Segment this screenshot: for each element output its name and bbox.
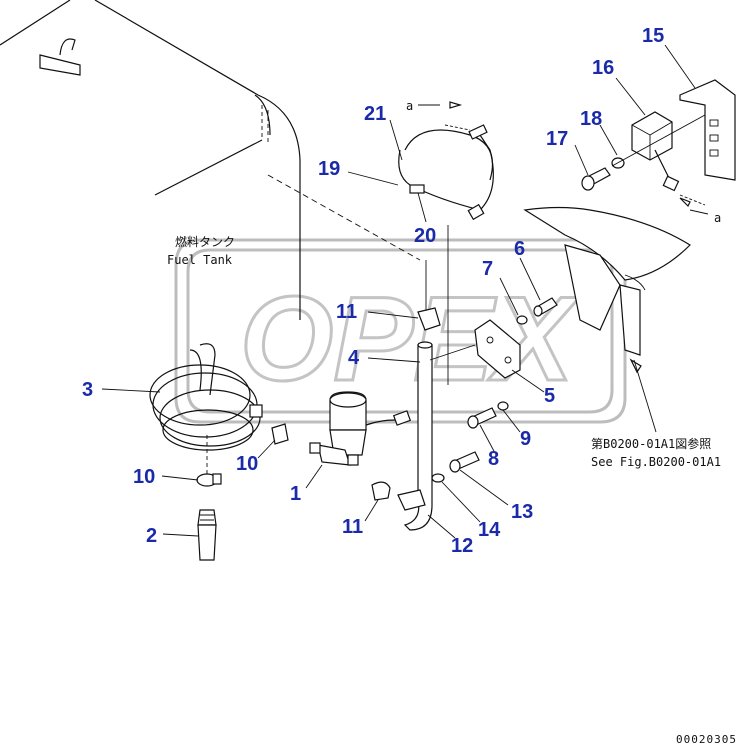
fuel-tank: [0, 0, 421, 320]
callout-13: 13: [511, 501, 533, 523]
callout-19: 19: [318, 158, 340, 180]
bolt-13-washer-14: [431, 451, 480, 483]
callout-8: 8: [488, 448, 499, 470]
callout-11-lower: 11: [342, 516, 363, 538]
callout-16: 16: [592, 57, 614, 79]
clamp-11-upper: [417, 307, 441, 331]
bolt-washer-17-18: [581, 114, 706, 191]
callout-3: 3: [82, 379, 93, 401]
pump-1: [309, 391, 412, 466]
annotations: 燃料タンク Fuel Tank a a 第B0200-01A1図参照 See F…: [167, 99, 737, 746]
clamp-10-mid: [271, 423, 289, 445]
callout-21: 21: [364, 103, 386, 125]
clamp-11-lower: [371, 481, 391, 501]
callout-10-mid: 10: [236, 453, 258, 475]
bracket-5: [429, 297, 558, 379]
ref-a-top: a: [406, 99, 413, 113]
callout-17: 17: [546, 128, 568, 150]
see-fig-jp: 第B0200-01A1図参照: [591, 436, 711, 451]
figure-number: 00020305: [676, 733, 737, 746]
callout-15: 15: [642, 25, 664, 47]
leader-lines: [101, 44, 709, 539]
callout-5: 5: [544, 385, 555, 407]
callout-9: 9: [520, 428, 531, 450]
fuel-tank-label-jp: 燃料タンク: [175, 234, 235, 249]
callout-1: 1: [290, 483, 301, 505]
callout-4: 4: [348, 347, 360, 369]
clamp-10-left: [196, 473, 222, 487]
pipe-4: [397, 225, 449, 531]
hose-3: [149, 343, 263, 475]
callout-10-left: 10: [133, 466, 155, 488]
callout-numbers: 15 16 18 17 21 19 20 6 7 11 4 5 3 9 8 10…: [82, 25, 664, 557]
callout-20: 20: [414, 225, 436, 247]
callout-14: 14: [478, 519, 501, 541]
callout-12: 12: [451, 535, 473, 557]
fender-plate: [523, 206, 691, 356]
callout-18: 18: [580, 108, 602, 130]
harness-19: [398, 124, 706, 221]
see-fig-en: See Fig.B0200-01A1: [591, 455, 721, 469]
callout-7: 7: [482, 258, 493, 280]
watermark-text: OPEX: [240, 272, 580, 406]
bolt-8-washer-9: [467, 401, 509, 429]
callout-11-upper: 11: [336, 301, 357, 323]
callout-2: 2: [146, 525, 157, 547]
relay-16: [631, 111, 680, 192]
fitting-2: [197, 509, 217, 561]
fuel-tank-label-en: Fuel Tank: [167, 253, 233, 267]
watermark: OPEX: [174, 238, 627, 424]
ref-a-right: a: [714, 211, 721, 225]
bracket-15: [679, 79, 736, 181]
callout-6: 6: [514, 238, 525, 260]
